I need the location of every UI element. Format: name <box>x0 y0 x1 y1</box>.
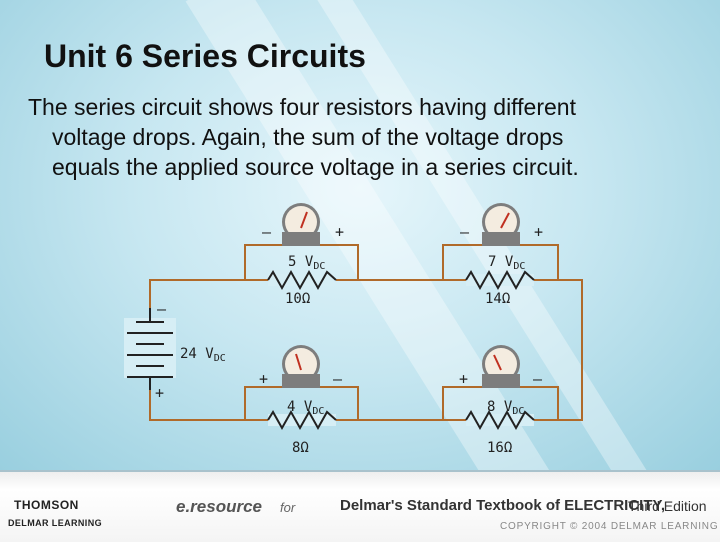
slide-title: Unit 6 Series Circuits <box>44 38 366 74</box>
resistors <box>267 269 535 431</box>
slide-body: The series circuit shows four resistors … <box>28 92 708 182</box>
meter-1-reading: 5 VDC <box>288 254 325 272</box>
resistor-4-label: 16Ω <box>487 440 512 456</box>
copyright-notice: COPYRIGHT © 2004 DELMAR LEARNING <box>500 521 719 532</box>
voltmeter-2 <box>482 203 520 246</box>
meter-1-right-sign: + <box>335 223 344 241</box>
meter-3-reading: 4 VDC <box>287 399 324 417</box>
resistor-2-label: 14Ω <box>485 291 510 307</box>
meter-2-right-sign: + <box>534 223 543 241</box>
voltmeter-1 <box>282 203 320 246</box>
resistor-r4 <box>465 409 535 431</box>
resistor-1-label: 10Ω <box>285 291 310 307</box>
voltmeter-3 <box>282 345 320 388</box>
meter-4-left-sign: + <box>459 370 468 388</box>
meter-1-left-sign: – <box>262 223 272 241</box>
meter-4-right-sign: – <box>533 370 543 388</box>
eresource-logo: e.resource <box>176 497 262 516</box>
source-voltage-label: 24 VDC <box>180 346 226 364</box>
battery-symbol <box>124 308 176 390</box>
body-line: The series circuit shows four resistors … <box>28 94 576 120</box>
eresource-for-label: for <box>280 500 296 515</box>
book-edition: Third Edition <box>628 498 707 514</box>
circuit-wires <box>149 244 583 421</box>
meter-3-right-sign: – <box>333 370 343 388</box>
resistor-3-label: 8Ω <box>292 440 309 456</box>
meter-4-reading: 8 VDC <box>487 399 524 417</box>
resistor-r2 <box>465 269 535 291</box>
body-line: equals the applied source voltage in a s… <box>52 154 579 180</box>
meter-2-left-sign: – <box>460 223 470 241</box>
imprint-logo: DELMAR LEARNING <box>8 518 102 528</box>
meter-2-reading: 7 VDC <box>488 254 525 272</box>
book-title: Delmar's Standard Textbook of ELECTRICIT… <box>340 497 666 514</box>
body-line: voltage drops. Again, the sum of the vol… <box>52 124 564 150</box>
resistor-r1 <box>267 269 337 291</box>
footer-bar: THOMSON DELMAR LEARNING e.resource for D… <box>0 470 720 542</box>
voltmeter-4 <box>482 345 520 388</box>
slide-background: Unit 6 Series Circuits The series circui… <box>0 0 720 470</box>
meter-3-left-sign: + <box>259 370 268 388</box>
resistor-r3 <box>267 409 337 431</box>
battery-minus-sign: – <box>157 300 167 318</box>
battery-plus-sign: + <box>155 384 164 402</box>
publisher-logo: THOMSON <box>14 498 79 512</box>
series-circuit-diagram: – + – + + – + – – + 5 VDC 7 VDC 4 VDC 8 … <box>124 203 583 456</box>
